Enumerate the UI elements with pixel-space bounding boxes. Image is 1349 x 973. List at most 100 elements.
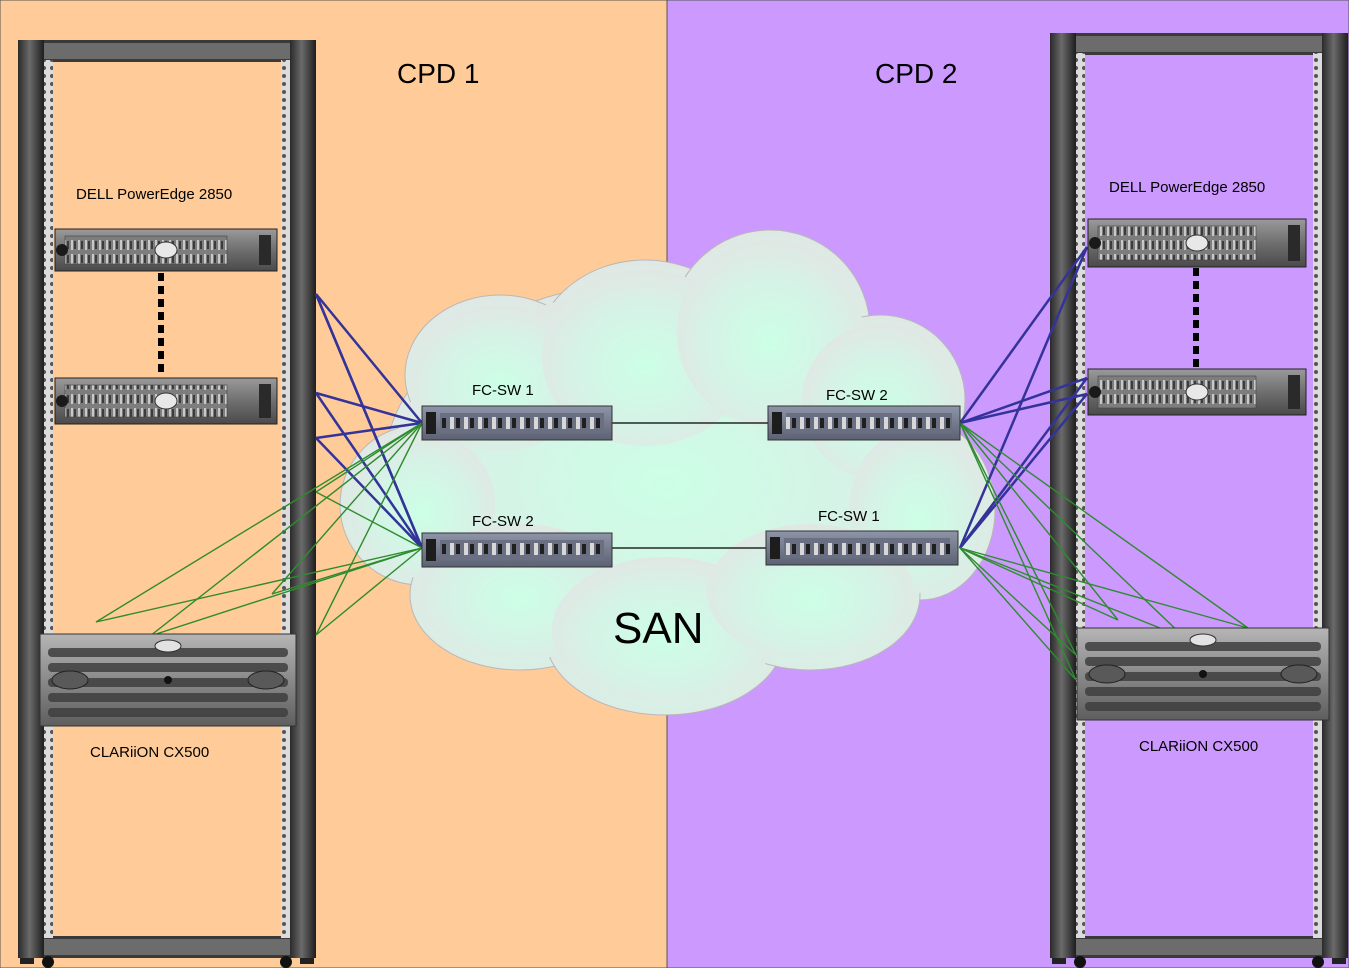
left-server-bottom [54, 377, 278, 425]
fc-switch-left-bottom [421, 532, 613, 568]
server-link [959, 392, 1088, 425]
storage-link [271, 547, 423, 595]
switch-mgmt-port [426, 539, 436, 561]
server-drive-bays [1097, 375, 1257, 409]
server-bezel-logo [154, 392, 178, 410]
storage-link [315, 547, 423, 636]
storage-link [959, 547, 1119, 621]
server-handle [1089, 386, 1101, 398]
server-link [315, 293, 423, 424]
fc-sw2-left-label: FC-SW 2 [472, 513, 534, 530]
rack-rail-left [1076, 53, 1085, 938]
switch-mgmt-port [772, 412, 782, 434]
storage-vent [48, 708, 288, 717]
fc-switch-right-bottom [765, 530, 959, 566]
rack-post-right [1322, 33, 1348, 958]
storage-link [959, 422, 1077, 656]
storage-logo [154, 639, 182, 653]
switch-port-array [440, 413, 604, 433]
right-rack [1050, 33, 1348, 968]
server-link [959, 393, 1088, 549]
switch-mgmt-port [426, 412, 436, 434]
rack-caster-right [1312, 956, 1324, 968]
storage-link [959, 547, 1077, 681]
server-drive-bays [1097, 225, 1257, 261]
rack-rail-right [1313, 53, 1322, 938]
storage-link [959, 422, 1077, 681]
rack-foot-right [1332, 958, 1346, 964]
server-drive-bays [64, 235, 228, 265]
rack-caster-left [1074, 956, 1086, 968]
server-handle [1089, 237, 1101, 249]
server-side-panel [1288, 225, 1300, 261]
server-link [315, 391, 423, 425]
server-handle [56, 395, 68, 407]
storage-link [315, 422, 423, 493]
storage-link [95, 422, 423, 623]
server-link [959, 376, 1088, 425]
storage-link [959, 422, 1119, 621]
storage-link [315, 491, 423, 549]
storage-power [164, 676, 172, 684]
server-drive-bays [64, 384, 228, 418]
server-bezel-logo [1185, 383, 1209, 401]
fc-switch-left-top [421, 405, 613, 441]
storage-link [959, 422, 1186, 639]
rack-rail-right [281, 60, 290, 938]
left-server-top [54, 228, 278, 272]
storage-logo [1189, 633, 1217, 647]
switch-mgmt-port [770, 537, 780, 559]
left-storage-label: CLARiiON CX500 [90, 744, 210, 761]
fc-switch-right-top [767, 405, 961, 441]
right-server-top [1087, 218, 1307, 268]
right-storage [1076, 627, 1330, 721]
rack-rail-left [44, 60, 53, 938]
storage-link [95, 547, 423, 623]
storage-link [315, 422, 423, 636]
storage-vent [48, 693, 288, 702]
server-side-panel [259, 384, 271, 418]
cpd1-label: CPD 1 [397, 58, 480, 89]
switch-port-array [784, 538, 950, 558]
fc-sw1-right-label: FC-SW 1 [818, 508, 880, 525]
storage-handle-left [1088, 664, 1126, 684]
server-link [314, 392, 424, 549]
server-bezel-logo [1185, 234, 1209, 252]
right-storage-label: CLARiiON CX500 [1139, 738, 1259, 755]
server-link [314, 293, 424, 549]
storage-handle-right [1280, 664, 1318, 684]
storage-vent [1085, 702, 1321, 711]
storage-link [149, 422, 423, 637]
left-server-label: DELL PowerEdge 2850 [76, 186, 233, 203]
server-link [315, 437, 423, 549]
cpd2-label: CPD 2 [875, 58, 958, 89]
storage-link [959, 547, 1186, 639]
server-bezel-logo [154, 241, 178, 259]
san-label: SAN [613, 604, 704, 653]
storage-handle-right [247, 670, 285, 690]
fc-sw1-left-label: FC-SW 1 [472, 382, 534, 399]
rack-foot-left [20, 958, 34, 964]
storage-handle-left [51, 670, 89, 690]
left-rack [18, 40, 316, 968]
switch-port-array [786, 413, 952, 433]
storage-link [959, 422, 1249, 629]
server-link [958, 246, 1089, 549]
rack-foot-right [300, 958, 314, 964]
rack-post-left [18, 40, 44, 958]
switch-port-array [440, 540, 604, 560]
storage-vent [48, 663, 288, 672]
fc-sw2-right-label: FC-SW 2 [826, 387, 888, 404]
storage-link [959, 547, 1249, 629]
storage-power [1199, 670, 1207, 678]
right-server-bottom [1087, 368, 1307, 416]
storage-vent [1085, 657, 1321, 666]
server-link [958, 377, 1089, 549]
right-server-ellipsis [1193, 268, 1199, 367]
server-link [958, 246, 1089, 424]
rack-foot-left [1052, 958, 1066, 964]
left-server-ellipsis [158, 273, 164, 372]
rack-post-right [290, 40, 316, 958]
